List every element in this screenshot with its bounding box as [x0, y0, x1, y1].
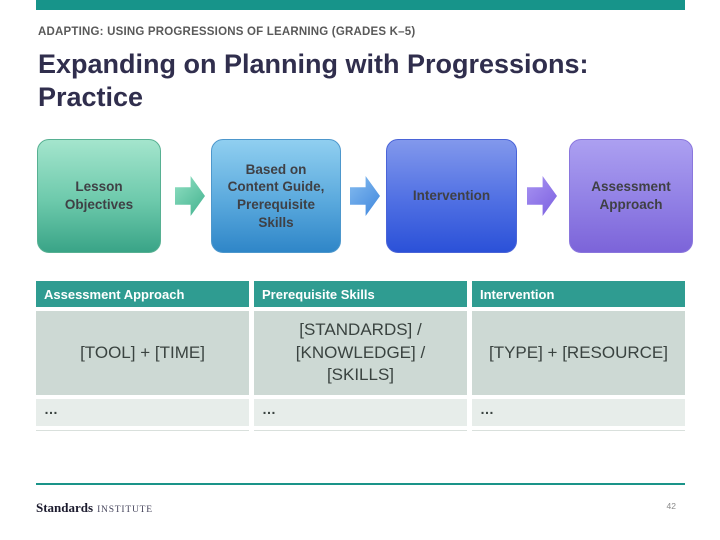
table-cell-ellipsis: …: [36, 399, 249, 426]
table-header-prerequisite-skills: Prerequisite Skills: [254, 281, 467, 307]
table-bottom-edge: [472, 430, 685, 431]
slide-eyebrow: ADAPTING: USING PROGRESSIONS OF LEARNING…: [38, 26, 416, 38]
table-bottom-edge: [36, 430, 249, 431]
flow-box-based-on-content-guide: Based on Content Guide, Prerequisite Ski…: [211, 139, 341, 253]
flow-box-lesson-objectives: Lesson Objectives: [37, 139, 161, 253]
table-header-intervention: Intervention: [472, 281, 685, 307]
slide-title: Expanding on Planning with Progressions:…: [38, 49, 589, 112]
logo-primary-text: Standards: [36, 500, 94, 515]
planning-table: Assessment Approach Prerequisite Skills …: [36, 281, 685, 431]
arrow-right-icon: [527, 176, 557, 216]
arrow-right-icon: [175, 176, 205, 216]
table-cell-type-resource: [TYPE] + [RESOURCE]: [472, 311, 685, 395]
table-cell-tool-time: [TOOL] + [TIME]: [36, 311, 249, 395]
table-cell-standards-knowledge-skills: [STANDARDS] / [KNOWLEDGE] / [SKILLS]: [254, 311, 467, 395]
table-header-assessment-approach: Assessment Approach: [36, 281, 249, 307]
standards-institute-logo: Standards INSTITUTE: [36, 499, 153, 517]
flow-box-intervention: Intervention: [386, 139, 517, 253]
footer-divider: [36, 483, 685, 485]
table-cell-ellipsis: …: [472, 399, 685, 426]
flow-box-assessment-approach: Assessment Approach: [569, 139, 693, 253]
table-cell-ellipsis: …: [254, 399, 467, 426]
page-number: 42: [666, 501, 676, 511]
top-accent-bar: [36, 0, 685, 10]
arrow-right-icon: [350, 176, 380, 216]
logo-secondary-text: INSTITUTE: [97, 505, 153, 515]
table-bottom-edge: [254, 430, 467, 431]
